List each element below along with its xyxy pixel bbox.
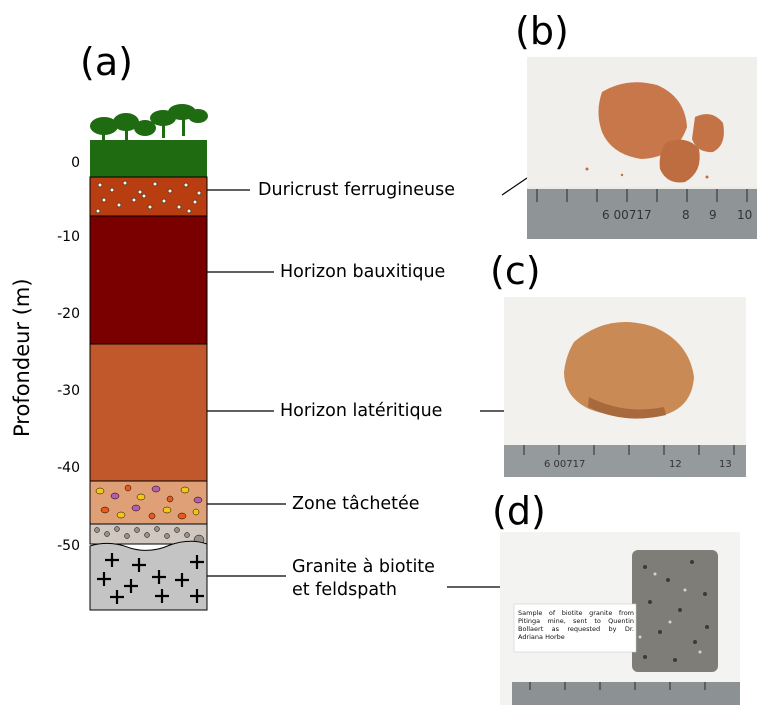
label-granite-line1: Granite à biotite [292,557,435,577]
depth-tick-20: -20 [57,306,80,322]
svg-text:13: 13 [719,459,732,470]
layer-granite [89,540,208,611]
layer-mottled-zone [89,480,208,525]
label-duricrust: Duricrust ferrugineuse [258,180,455,200]
laterite-rock [564,322,694,419]
photo-granite-sample: Sample of biotite granite from Pitinga m… [500,532,740,705]
depth-tick-50: -50 [57,538,80,554]
layer-bauxite [89,215,208,345]
ruler: 6 00717 8 9 10 [527,189,757,239]
granite-block [632,550,718,672]
photo-duricrust-sample: 6 00717 8 9 10 [527,57,757,239]
depth-tick-30: -30 [57,383,80,399]
svg-text:9: 9 [709,208,717,222]
ruler: 6 00717 12 13 [504,445,746,477]
depth-tick-0: 0 [71,155,80,171]
sample-note-text: Sample of biotite granite from Pitinga m… [518,609,634,642]
vegetation-canopy [90,104,208,177]
panel-letter-d: (d) [492,489,546,533]
photo-laterite-sample: 6 00717 12 13 [504,297,746,477]
svg-text:6 00717: 6 00717 [602,208,652,222]
duricrust-rock [585,82,724,183]
leader-duricrust-to-photo [501,177,528,196]
svg-text:10: 10 [737,208,752,222]
svg-text:6 00717: 6 00717 [544,459,585,470]
label-bauxite: Horizon bauxitique [280,262,446,282]
sample-label-card [513,603,637,653]
label-granite-line2: et feldspath [292,580,397,600]
svg-text:8: 8 [682,208,690,222]
svg-text:12: 12 [669,459,682,470]
duricrust-nodules [95,180,202,214]
panel-letter-c: (c) [490,249,541,293]
layer-laterite [89,343,208,482]
label-laterite: Horizon latéritique [280,401,443,421]
panel-letter-b: (b) [515,9,569,53]
depth-tick-10: -10 [57,229,80,245]
depth-tick-40: -40 [57,460,80,476]
granite-crosses [97,553,204,604]
label-mottled-zone: Zone tâchetée [292,494,420,514]
panel-letter-a: (a) [80,40,133,84]
mottled-spots [95,484,203,520]
ruler [512,682,740,705]
